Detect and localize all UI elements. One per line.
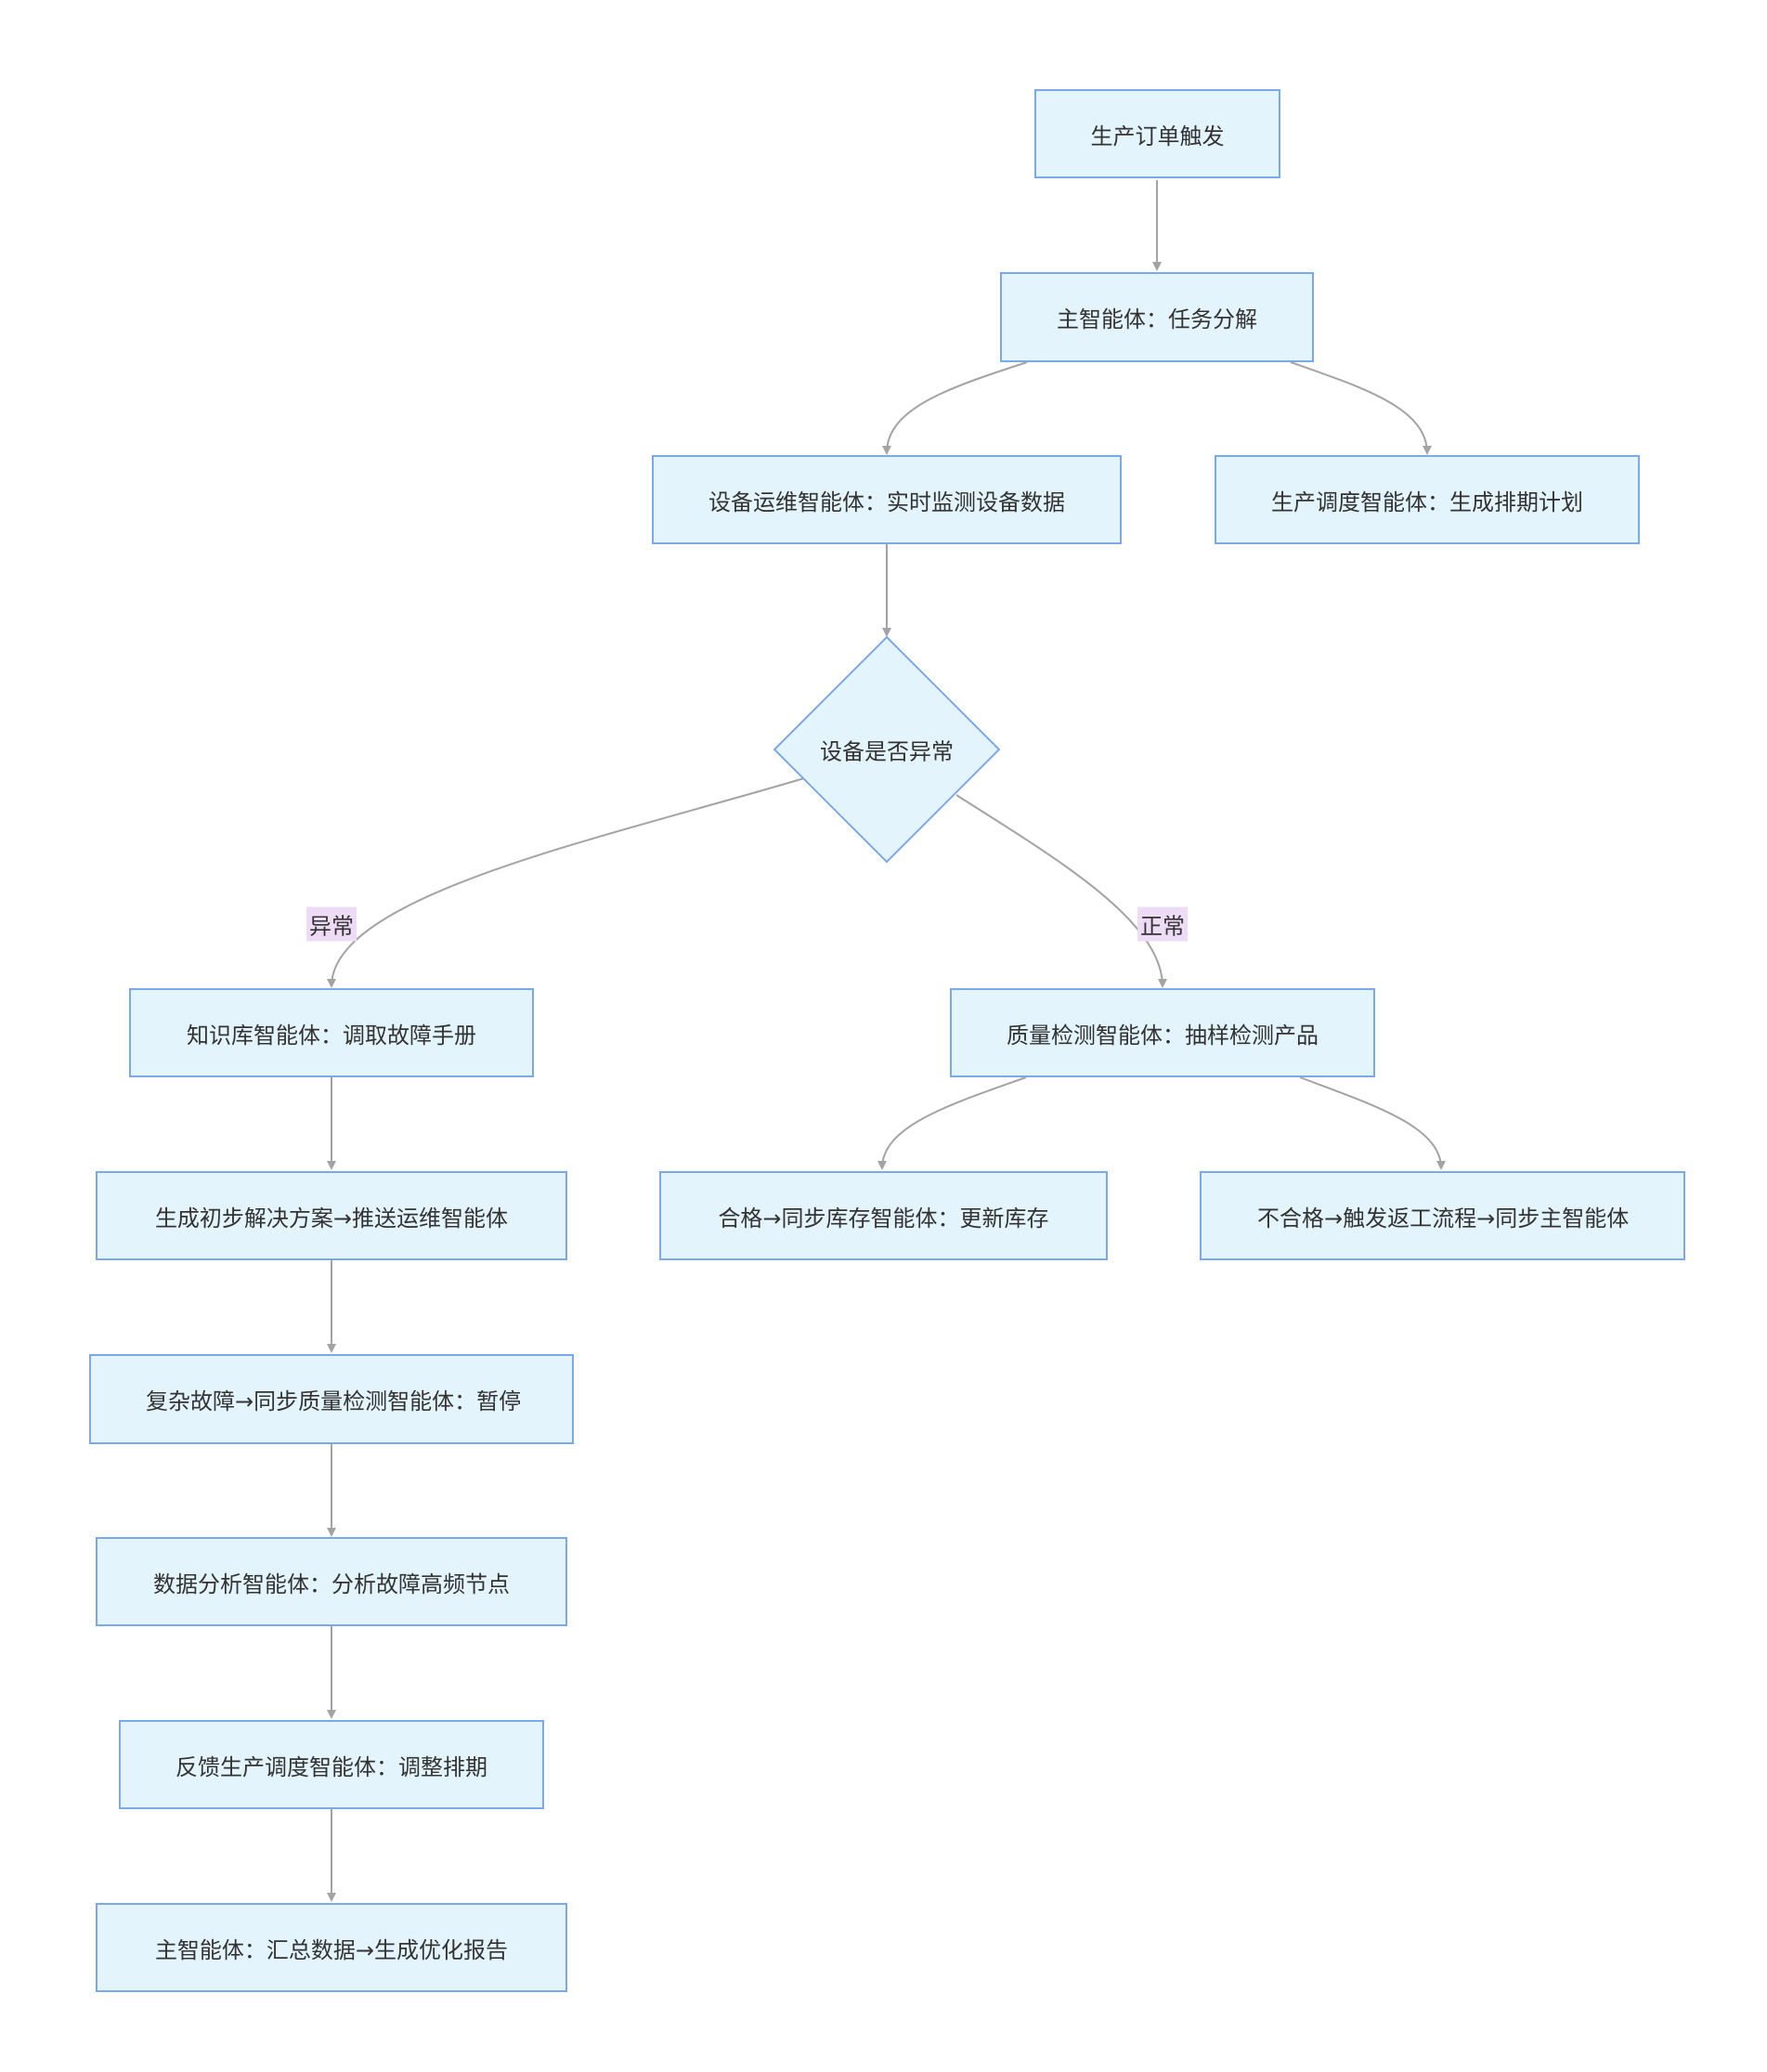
node-quality-agent-label: 质量检测智能体：抽样检测产品 (1007, 1022, 1319, 1049)
node-preliminary-solution-label: 生成初步解决方案→推送运维智能体 (154, 1205, 509, 1231)
decision-diamond (773, 635, 1001, 864)
edge-n2-n3 (882, 361, 1028, 455)
edge-d1-n5 (327, 777, 805, 988)
node-data-analysis-agent-label: 数据分析智能体：分析故障高频节点 (153, 1570, 510, 1597)
node-complex-fault: 复杂故障→同步质量检测智能体：暂停 (89, 1354, 574, 1444)
node-complex-fault-label: 复杂故障→同步质量检测智能体：暂停 (146, 1388, 522, 1414)
edge-label-abnormal: 异常 (306, 906, 357, 942)
node-scheduling-agent-label: 生产调度智能体：生成排期计划 (1271, 489, 1583, 515)
node-qualified-inventory-label: 合格→同步库存智能体：更新库存 (718, 1205, 1049, 1231)
node-order-trigger-label: 生产订单触发 (1090, 123, 1225, 150)
node-device-ops-agent: 设备运维智能体：实时监测设备数据 (652, 455, 1122, 544)
node-feedback-scheduling-label: 反馈生产调度智能体：调整排期 (175, 1753, 487, 1780)
node-device-ops-agent-label: 设备运维智能体：实时监测设备数据 (708, 489, 1065, 515)
node-main-agent-decompose-label: 主智能体：任务分解 (1057, 306, 1257, 332)
node-feedback-scheduling: 反馈生产调度智能体：调整排期 (119, 1720, 544, 1809)
edge-label-normal: 正常 (1137, 906, 1188, 942)
node-knowledge-agent: 知识库智能体：调取故障手册 (129, 988, 534, 1077)
node-order-trigger: 生产订单触发 (1034, 89, 1280, 178)
node-main-agent-report-label: 主智能体：汇总数据→生成优化报告 (154, 1936, 509, 1963)
edge-d1-n6 (955, 794, 1167, 988)
edge-n6-n9 (1299, 1076, 1446, 1170)
node-data-analysis-agent: 数据分析智能体：分析故障高频节点 (96, 1537, 567, 1626)
node-unqualified-rework-label: 不合格→触发返工流程→同步主智能体 (1257, 1205, 1630, 1231)
node-main-agent-decompose: 主智能体：任务分解 (1000, 272, 1314, 362)
node-main-agent-report: 主智能体：汇总数据→生成优化报告 (96, 1903, 567, 1992)
node-knowledge-agent-label: 知识库智能体：调取故障手册 (187, 1022, 476, 1049)
edge-n6-n8 (877, 1076, 1027, 1170)
decision-device-abnormal-label: 设备是否异常 (820, 738, 954, 765)
node-unqualified-rework: 不合格→触发返工流程→同步主智能体 (1200, 1171, 1685, 1260)
node-preliminary-solution: 生成初步解决方案→推送运维智能体 (96, 1171, 567, 1260)
node-scheduling-agent: 生产调度智能体：生成排期计划 (1215, 455, 1640, 544)
node-quality-agent: 质量检测智能体：抽样检测产品 (950, 988, 1375, 1077)
node-qualified-inventory: 合格→同步库存智能体：更新库存 (659, 1171, 1108, 1260)
edge-n2-n4 (1290, 361, 1432, 455)
